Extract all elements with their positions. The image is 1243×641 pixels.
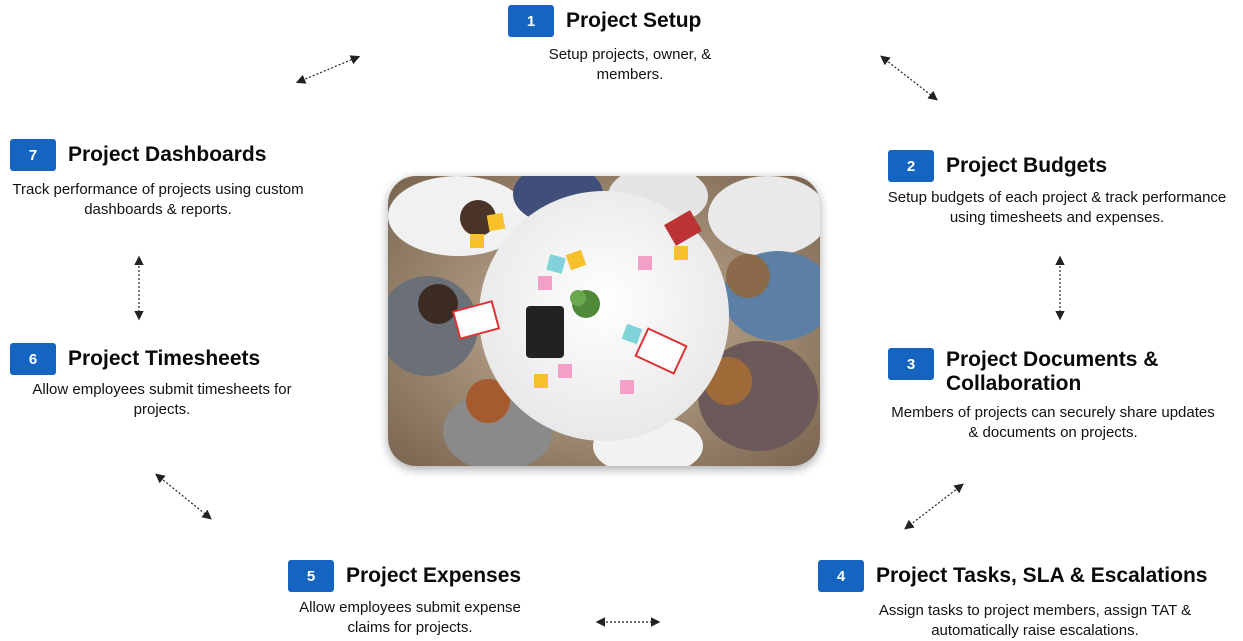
step-description: Setup budgets of each project & track pe… <box>887 189 1227 226</box>
step-number-badge: 1 <box>508 5 554 37</box>
step-number-badge: 4 <box>818 560 864 592</box>
step-description: Track performance of projects using cust… <box>12 181 304 218</box>
step-title: Project Dashboards <box>68 143 267 167</box>
arrow-5-6 <box>155 473 212 520</box>
step-title: Project Documents & Collaboration <box>946 348 1159 395</box>
step-description: Allow employees submit expense claims fo… <box>299 599 521 636</box>
arrow-3-4 <box>904 483 964 530</box>
step-description: Members of projects can securely share u… <box>891 404 1215 441</box>
step-number-badge: 7 <box>10 139 56 171</box>
step-number-badge: 2 <box>888 150 934 182</box>
step-title: Project Budgets <box>946 154 1108 178</box>
step-number-badge: 5 <box>288 560 334 592</box>
step-title: Project Setup <box>566 9 702 33</box>
step-number-badge: 3 <box>888 348 934 380</box>
step-description: Allow employees submit timesheets for pr… <box>32 381 292 418</box>
arrow-7-1 <box>295 55 361 84</box>
arrow-1-2 <box>880 55 938 101</box>
step-description: Setup projects, owner, & members. <box>548 46 712 83</box>
step-title: Project Expenses <box>346 564 522 588</box>
step-description: Assign tasks to project members, assign … <box>878 602 1192 639</box>
step-title: Project Timesheets <box>68 347 261 371</box>
team-meeting-photo <box>388 176 820 466</box>
step-number-badge: 6 <box>10 343 56 375</box>
step-title: Project Tasks, SLA & Escalations <box>876 564 1208 588</box>
